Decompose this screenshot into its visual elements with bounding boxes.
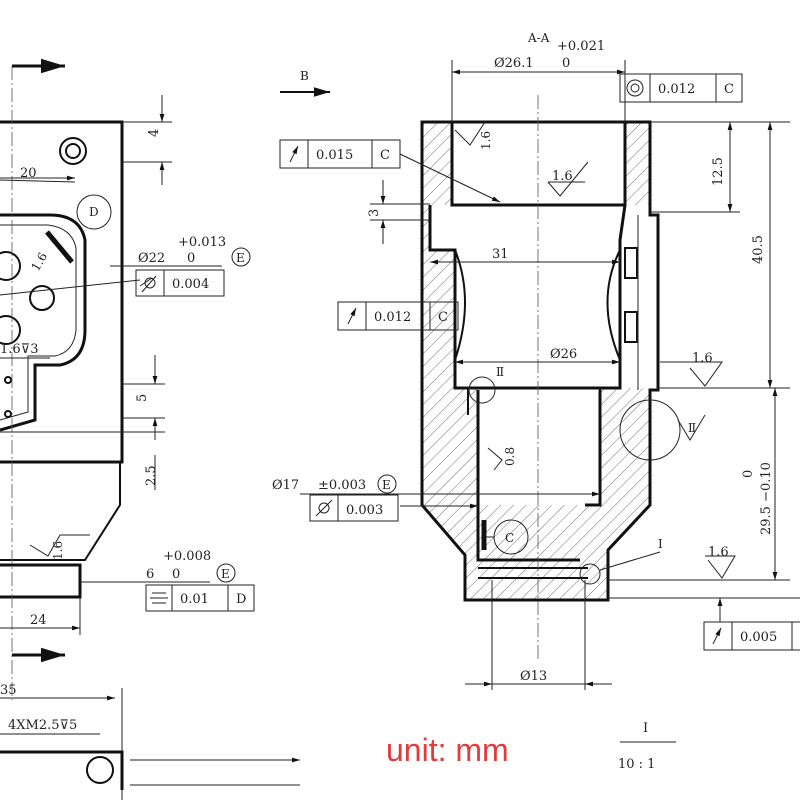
hole-left-b — [29, 285, 55, 311]
tol-plus-0008: +0.008 — [163, 549, 211, 564]
datum-D-circle — [76, 194, 112, 230]
hole-top-outer — [59, 137, 87, 165]
dim-29-5: 29.5 −0.10 — [759, 462, 774, 535]
roughness-b: 1.6 — [51, 541, 65, 560]
section-label: A-A — [527, 31, 550, 45]
fcf-cylindricity — [309, 494, 399, 522]
part-outline — [420, 120, 660, 602]
unit-label: unit: mm — [386, 732, 509, 768]
roughness-08: 0.8 — [503, 447, 517, 466]
fcf-flatness — [135, 269, 225, 297]
hole-left-d — [4, 376, 12, 384]
tol-zero-b: 0 — [172, 567, 180, 582]
lower-bore — [476, 390, 602, 562]
fcf-runout2-datum: C — [438, 310, 448, 325]
tol-pm-0003: ±0.003 — [318, 478, 366, 493]
left-pocket-inner — [0, 224, 77, 421]
datum-C-label: C — [505, 531, 514, 545]
left-stub — [0, 563, 82, 599]
datum-E-circle-c — [377, 474, 397, 494]
fcf-concentricity — [619, 73, 743, 103]
cylindricity-icon — [139, 275, 157, 293]
datum-E-c: E — [382, 478, 391, 492]
detail-I-label: Ⅰ — [643, 721, 648, 736]
lens-curves — [454, 249, 621, 361]
fcf-symmetry-datum: D — [236, 592, 246, 607]
datum-E-circle-a — [231, 247, 251, 267]
roughness-ii-b: Ⅱ — [688, 421, 696, 435]
top-bore — [450, 122, 627, 207]
dim-24: 24 — [30, 613, 47, 628]
runout-icon-3 — [712, 627, 722, 645]
datum-E-circle-b — [216, 563, 236, 583]
roughness-f: 1.6 — [708, 545, 729, 560]
fcf-flatness-value: 0.004 — [172, 277, 209, 292]
detail-scale: 10 : 1 — [618, 757, 655, 772]
left-view: B 4 20 D +0.013 Ø22 0 E 0.004 1.6 1.6⊽3 … — [0, 58, 330, 800]
fcf-conc-value: 0.012 — [658, 82, 695, 97]
fcf-cyl-value: 0.003 — [346, 503, 383, 518]
roughness-symbol-b — [29, 534, 90, 557]
fcf-conc-datum: C — [724, 82, 734, 97]
roughness-a: 1.6 — [28, 250, 50, 274]
dim-31: 31 — [492, 247, 509, 262]
section-B-label: B — [300, 69, 309, 83]
hole-top-inner — [65, 143, 81, 159]
runout-icon-1 — [289, 145, 299, 163]
datum-D-bar — [45, 230, 74, 264]
dim-phi17: Ø17 — [272, 478, 299, 493]
dim-5: 5 — [135, 394, 150, 402]
dim-6: 6 — [146, 567, 154, 582]
thread-note: 4XM2.5⊽5 — [8, 718, 77, 733]
hole-left-a — [0, 251, 21, 281]
tol-zero-c: 0 — [562, 56, 570, 71]
dim-20: 20 — [20, 166, 37, 181]
leader-I: Ⅰ — [658, 537, 663, 551]
fcf-runout1-value: 0.015 — [316, 148, 353, 163]
roughness-ii-a: Ⅱ — [496, 365, 504, 379]
dim-phi26: Ø26 — [550, 347, 577, 362]
dim-40-5: 40.5 — [751, 235, 766, 264]
runout-icon-2 — [347, 307, 357, 325]
cylindricity-icon-2 — [318, 502, 330, 514]
left-pocket — [0, 213, 87, 432]
dim-35: 35 — [0, 683, 17, 698]
concentricity-icon — [626, 79, 644, 97]
fcf-runout-2 — [337, 301, 459, 331]
roughness-d: 1.6 — [552, 169, 573, 184]
hole-left-e — [4, 410, 12, 418]
detail-circle — [619, 399, 681, 461]
tol-plus-0021: +0.021 — [557, 39, 605, 54]
symmetry-icon — [150, 592, 168, 604]
tol-zero-a: 0 — [187, 251, 195, 266]
fcf-symmetry-value: 0.01 — [180, 592, 209, 607]
dim-tol-zero: 0 — [741, 470, 756, 478]
dim-12-5: 12.5 — [711, 157, 726, 186]
mid-bore — [428, 204, 627, 390]
dim-3: 3 — [367, 209, 382, 217]
tol-plus-0013: +0.013 — [178, 235, 226, 250]
dim-4: 4 — [147, 129, 162, 137]
groove — [478, 567, 588, 579]
dim-phi26-1: Ø26.1 — [494, 56, 534, 71]
fcf-runout3-value: 0.005 — [740, 630, 777, 645]
fcf-runout2-value: 0.012 — [374, 310, 411, 325]
section-view: A-A +0.021 Ø26.1 0 0.012 C 0.015 C 1.6 1… — [272, 31, 800, 772]
datum-E-b: E — [221, 567, 230, 581]
fcf-symmetry — [145, 584, 255, 612]
dim-phi13: Ø13 — [520, 669, 547, 684]
datum-E-a: E — [236, 251, 245, 265]
dim-2-5: 2.5 — [144, 465, 159, 486]
hole-left-c — [0, 315, 21, 345]
dim-phi22: Ø22 — [138, 251, 165, 266]
fcf-runout-3 — [703, 621, 800, 651]
roughness-c: 1.6 — [479, 131, 493, 150]
fcf-runout1-datum: C — [380, 148, 390, 163]
datum-D-label: D — [89, 205, 99, 219]
roughness-e: 1.6 — [692, 351, 713, 366]
left-body-outline — [0, 120, 124, 464]
hole-depth-note: 1.6⊽3 — [0, 342, 38, 357]
left-body-lower — [0, 461, 121, 561]
